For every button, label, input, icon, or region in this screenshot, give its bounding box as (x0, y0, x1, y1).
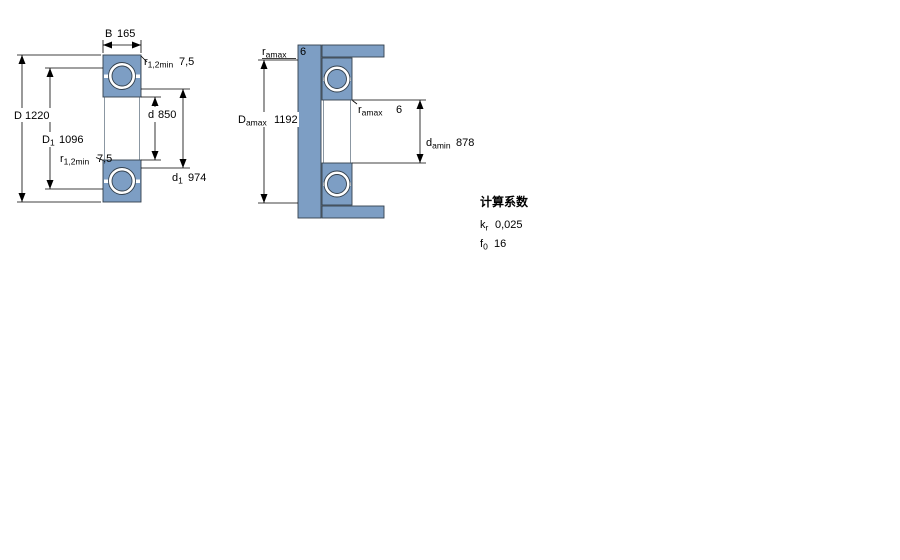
ball-bottom (111, 170, 133, 192)
factor-kr-value: 0,025 (495, 219, 523, 231)
dim-value-ra-top: 6 (300, 46, 306, 58)
right-bore-silhouette-lines (323, 100, 351, 163)
leader-r-bottom (95, 157, 104, 161)
abutment-shoulder-strip (297, 44, 322, 219)
right-abutment-figure (297, 44, 385, 219)
dimension-labels: B 165 r1,2min 7,5 D 1220 D1 1096 d 850 d… (11, 28, 474, 186)
dim-label-d: d (148, 109, 154, 121)
factor-kr-label: kr (480, 219, 489, 233)
left-bearing-cross-section (102, 54, 142, 203)
dim-value-d1: 974 (188, 172, 206, 184)
dim-label-damin: damin (426, 137, 451, 151)
dim-label-Damax: Damax (238, 114, 267, 128)
dim-label-B: B (105, 28, 112, 40)
dim-label-d1: d1 (172, 172, 183, 186)
dim-value-D: 1220 (25, 110, 49, 122)
dim-value-Damax: 1192 (274, 114, 298, 126)
factor-f0-value: 16 (494, 238, 506, 250)
dim-value-ra-mid: 6 (396, 104, 402, 116)
ball-top-right (327, 69, 347, 89)
ball-bottom-right (327, 174, 347, 194)
housing-bar-top (321, 44, 385, 58)
dim-value-d: 850 (158, 109, 176, 121)
ball-top (111, 65, 133, 87)
dim-label-D1: D1 (42, 134, 55, 148)
dim-label-r-bottom: r1,2min (60, 153, 89, 167)
factor-f0-label: f0 (480, 238, 488, 252)
calculation-factors: 计算系数 kr 0,025 f0 16 (480, 194, 529, 252)
leader-ra-mid (352, 100, 358, 105)
dim-value-B: 165 (117, 28, 135, 40)
dim-value-r-top: 7,5 (179, 56, 194, 68)
right-dimension-lines (258, 58, 426, 204)
factors-heading: 计算系数 (480, 194, 529, 209)
dim-label-D: D (14, 110, 22, 122)
housing-bar-bottom (321, 205, 385, 219)
dim-value-D1: 1096 (59, 134, 83, 146)
left-bore-silhouette-lines (104, 97, 140, 160)
dim-value-damin: 878 (456, 137, 474, 149)
left-dimension-lines (17, 40, 190, 203)
leader-r-top (140, 55, 148, 63)
dim-label-ra-mid: ramax (358, 104, 383, 118)
dim-label-r-top: r1,2min (144, 56, 173, 70)
dim-value-r-bottom: 7,5 (97, 153, 112, 165)
dim-label-ra-top: ramax (262, 46, 287, 60)
